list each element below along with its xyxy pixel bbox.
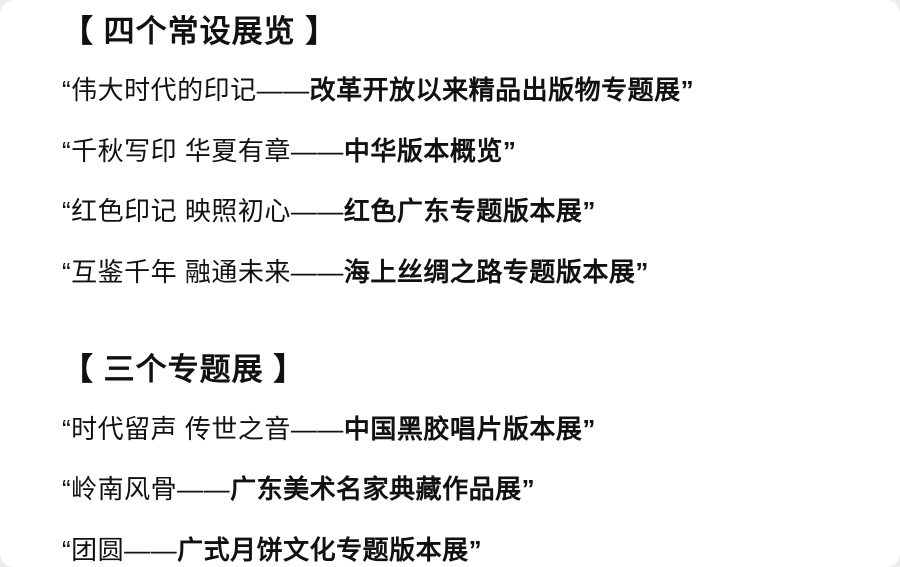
section-special-exhibitions: 【 三个专题展 】 “时代留声 传世之音——中国黑胶唱片版本展” “岭南风骨——… — [62, 350, 860, 566]
exhibition-item: “伟大时代的印记——改革开放以来精品出版物专题展” — [62, 74, 860, 107]
exhibition-title-emphasis: 广东美术名家典藏作品展” — [230, 474, 536, 505]
section-permanent-exhibitions: 【 四个常设展览 】 “伟大时代的印记——改革开放以来精品出版物专题展” “千秋… — [62, 12, 860, 288]
exhibition-item: “红色印记 映照初心——红色广东专题版本展” — [62, 195, 860, 228]
exhibition-item: “千秋写印 华夏有章——中华版本概览” — [62, 135, 860, 168]
exhibition-title-lead: “伟大时代的印记—— — [62, 75, 310, 106]
exhibition-title-emphasis: 改革开放以来精品出版物专题展” — [309, 75, 695, 106]
exhibition-item: “时代留声 传世之音——中国黑胶唱片版本展” — [62, 413, 860, 446]
exhibition-title-lead: “团圆—— — [62, 534, 178, 565]
exhibition-title-lead: “互鉴千年 融通未来—— — [62, 256, 344, 287]
exhibition-title-emphasis: 海上丝绸之路专题版本展” — [343, 256, 649, 287]
permanent-exhibitions-heading: 【 四个常设展览 】 — [62, 14, 338, 49]
exhibition-title-lead: “岭南风骨—— — [62, 474, 231, 505]
exhibition-title-lead: “红色印记 映照初心—— — [62, 196, 344, 227]
exhibition-title-emphasis: 中华版本概览” — [343, 135, 517, 166]
exhibition-title-lead: “时代留声 传世之音—— — [62, 413, 344, 444]
exhibition-item: “互鉴千年 融通未来——海上丝绸之路专题版本展” — [62, 256, 860, 289]
special-exhibitions-heading: 【 三个专题展 】 — [62, 352, 306, 388]
exhibition-title-lead: “千秋写印 华夏有章—— — [62, 135, 344, 166]
exhibition-title-emphasis: 中国黑胶唱片版本展” — [343, 413, 596, 444]
exhibition-title-emphasis: 红色广东专题版本展” — [343, 196, 596, 227]
exhibition-title-emphasis: 广式月饼文化专题版本展” — [177, 534, 483, 565]
exhibition-item: “团圆——广式月饼文化专题版本展” — [62, 534, 860, 567]
exhibition-item: “岭南风骨——广东美术名家典藏作品展” — [62, 473, 860, 506]
